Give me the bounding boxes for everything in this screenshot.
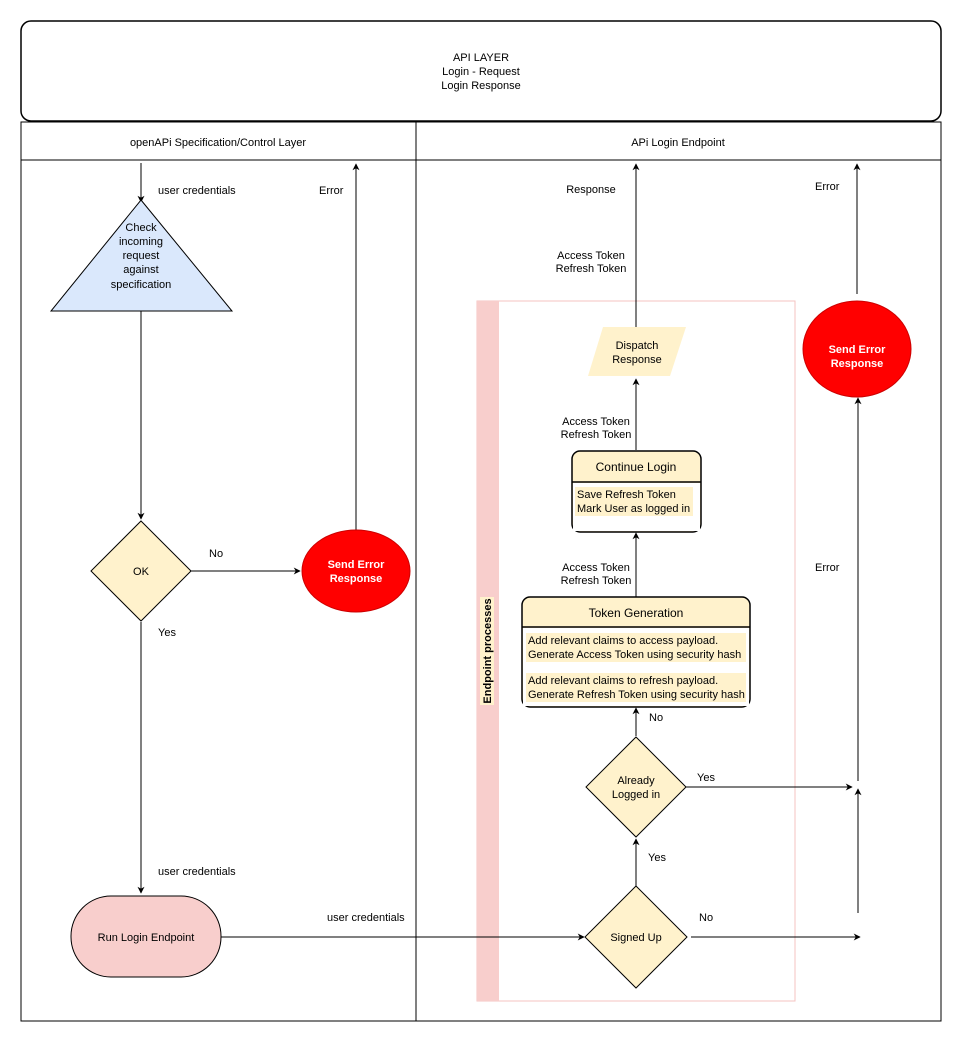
continue-line-1: Save Refresh Token bbox=[577, 489, 676, 501]
swimlanes: openAPi Specification/Control Layer APi … bbox=[20, 121, 942, 1022]
edges-right bbox=[632, 163, 862, 941]
dispatch-line-1: Dispatch bbox=[616, 340, 659, 352]
send-error-left-line-2: Response bbox=[330, 573, 383, 585]
label-refresh-token-3: Refresh Token bbox=[556, 263, 627, 275]
ok-label: OK bbox=[133, 566, 150, 578]
label-error-right-top: Error bbox=[815, 181, 840, 193]
send-error-right-line-1: Send Error bbox=[829, 344, 887, 356]
lane-title-right: APi Login Endpoint bbox=[631, 137, 725, 149]
label-yes-signed: Yes bbox=[648, 852, 666, 864]
label-refresh-token-1: Refresh Token bbox=[561, 575, 632, 587]
label-refresh-token-2: Refresh Token bbox=[561, 429, 632, 441]
token-line-2: Generate Access Token using security has… bbox=[528, 649, 741, 661]
signed-up-decision: Signed Up bbox=[584, 885, 688, 989]
header-line-2: Login - Request bbox=[442, 66, 520, 78]
header-line-3: Login Response bbox=[441, 80, 521, 92]
already-line-1: Already bbox=[617, 775, 655, 787]
label-response: Response bbox=[566, 184, 616, 196]
check-line-4: against bbox=[123, 264, 158, 276]
check-line-5: specification bbox=[111, 279, 172, 291]
header-line-1: API LAYER bbox=[453, 52, 509, 64]
ok-decision: OK bbox=[90, 520, 192, 622]
label-user-credentials-top: user credentials bbox=[158, 185, 236, 197]
send-error-left: Send Error Response bbox=[301, 529, 411, 613]
token-line-1: Add relevant claims to access payload. bbox=[528, 635, 718, 647]
label-access-token-3: Access Token bbox=[557, 250, 625, 262]
label-error-right-mid: Error bbox=[815, 562, 840, 574]
group-title: Endpoint processes bbox=[482, 598, 494, 703]
endpoint-processes-group: Endpoint processes bbox=[476, 300, 796, 1002]
dispatch-response-parallelogram: Dispatch Response bbox=[588, 327, 686, 376]
dispatch-line-2: Response bbox=[612, 354, 662, 366]
label-user-credentials-mid: user credentials bbox=[158, 866, 236, 878]
check-specification-triangle: Check incoming request against specifica… bbox=[49, 199, 234, 312]
send-error-right-line-2: Response bbox=[831, 358, 884, 370]
already-line-2: Logged in bbox=[612, 789, 660, 801]
label-access-token-2: Access Token bbox=[562, 416, 630, 428]
run-login-label: Run Login Endpoint bbox=[98, 932, 195, 944]
token-line-4: Generate Refresh Token using security ha… bbox=[528, 689, 745, 701]
label-no-already: No bbox=[649, 712, 663, 724]
check-line-2: incoming bbox=[119, 236, 163, 248]
token-generation-box: Token Generation Add relevant claims to … bbox=[521, 596, 751, 708]
run-login-endpoint: Run Login Endpoint bbox=[70, 895, 222, 978]
label-yes-already: Yes bbox=[697, 772, 715, 784]
label-error-left: Error bbox=[319, 185, 344, 197]
continue-line-2: Mark User as logged in bbox=[577, 503, 690, 515]
check-line-1: Check bbox=[125, 222, 157, 234]
already-logged-decision: Already Logged in bbox=[585, 736, 687, 838]
edge-labels: user credentials Error No Yes user crede… bbox=[158, 181, 840, 924]
label-no-ok: No bbox=[209, 548, 223, 560]
token-generation-title: Token Generation bbox=[589, 606, 684, 620]
continue-login-box: Continue Login Save Refresh Token Mark U… bbox=[571, 450, 702, 533]
send-error-right: Send Error Response bbox=[802, 300, 912, 398]
label-no-signed: No bbox=[699, 912, 713, 924]
api-layer-header: API LAYER Login - Request Login Response bbox=[20, 20, 942, 122]
label-yes-ok: Yes bbox=[158, 627, 176, 639]
label-access-token-1: Access Token bbox=[562, 562, 630, 574]
check-line-3: request bbox=[123, 250, 160, 262]
lane-title-left: openAPi Specification/Control Layer bbox=[130, 137, 306, 149]
edges-left bbox=[137, 163, 585, 941]
send-error-left-line-1: Send Error bbox=[328, 559, 386, 571]
signed-up-label: Signed Up bbox=[610, 932, 661, 944]
continue-login-title: Continue Login bbox=[596, 460, 677, 474]
label-user-credentials-cross: user credentials bbox=[327, 912, 405, 924]
token-line-3: Add relevant claims to refresh payload. bbox=[528, 675, 718, 687]
